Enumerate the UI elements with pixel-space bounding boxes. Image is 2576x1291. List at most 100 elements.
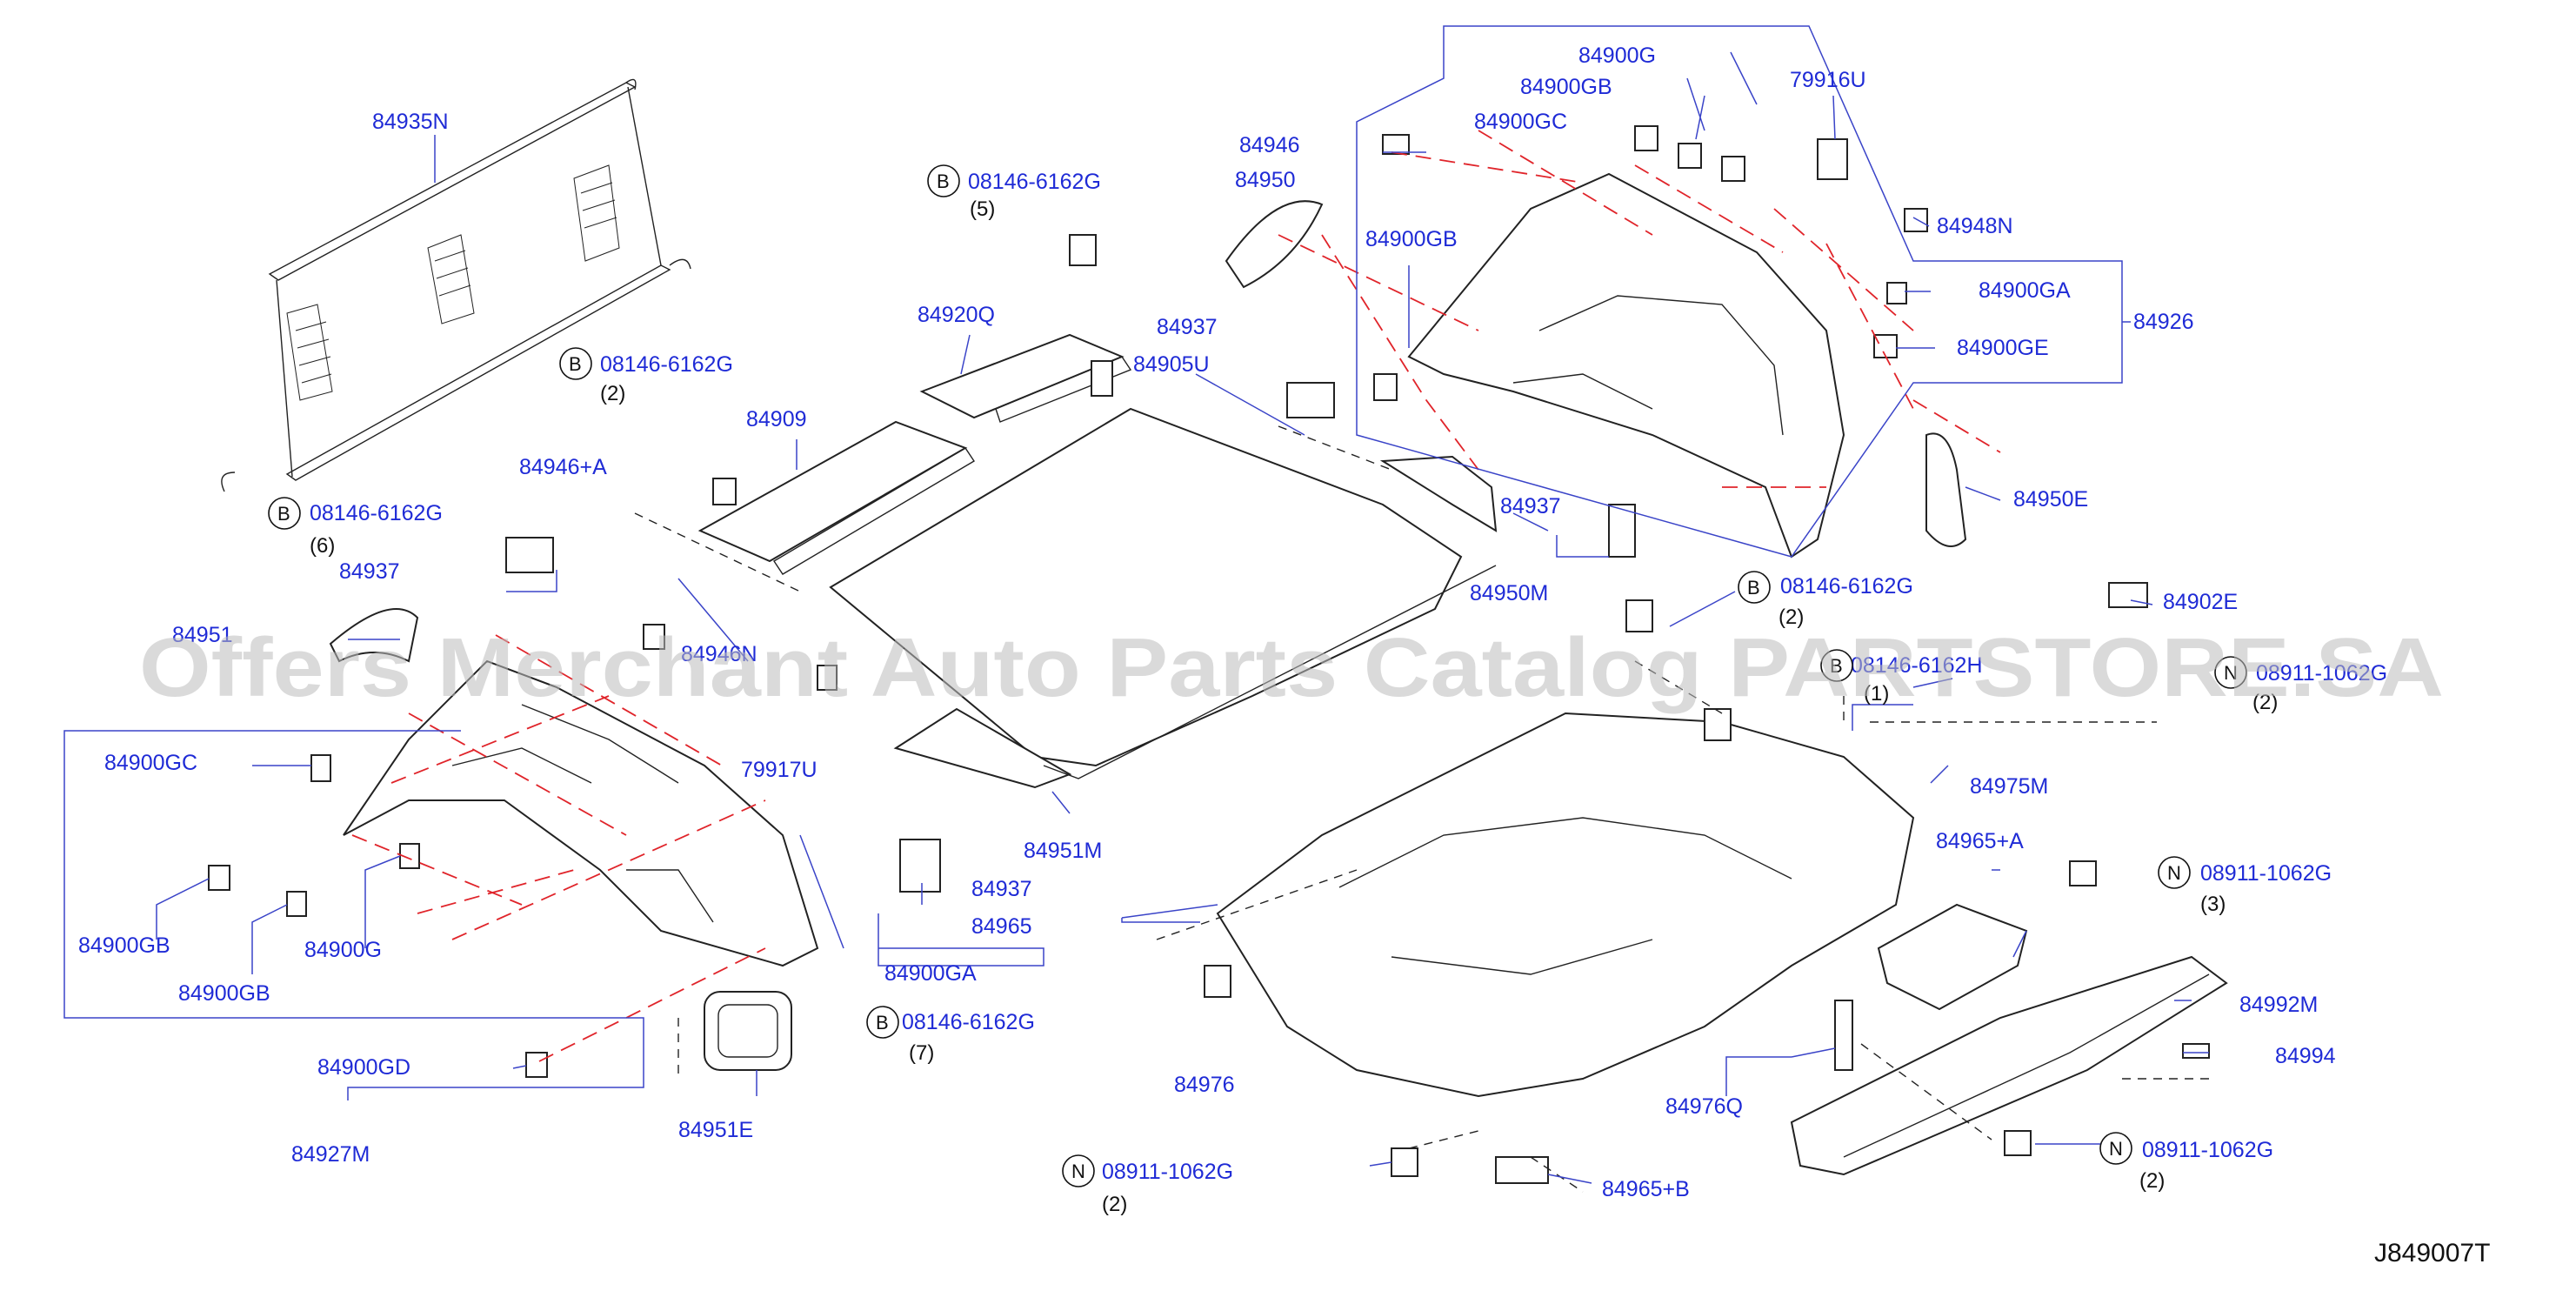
svg-text:N: N [1071, 1161, 1085, 1182]
part-label[interactable]: 84950E [2013, 487, 2088, 512]
part-label[interactable]: 84994 [2275, 1044, 2336, 1068]
quantity-label: (6) [310, 534, 335, 558]
svg-text:B: B [1830, 655, 1843, 677]
part-label[interactable]: 84950 [1235, 168, 1296, 192]
quantity-label: (5) [970, 197, 995, 221]
svg-text:B: B [569, 353, 582, 375]
part-label[interactable]: 08146-6162H [1851, 653, 1983, 678]
part-label[interactable]: 84965+B [1602, 1177, 1690, 1201]
part-label[interactable]: 84976Q [1665, 1094, 1743, 1119]
part-label[interactable]: 84905U [1133, 352, 1210, 377]
watermark-text: Offers Merchant Auto Parts Catalog PARTS… [139, 621, 2444, 714]
part-label[interactable]: 84948N [1937, 214, 2013, 238]
part-label[interactable]: 84946+A [519, 455, 607, 479]
part-label[interactable]: 84951E [678, 1118, 753, 1142]
bolt-callout[interactable]: B [927, 164, 960, 197]
svg-text:N: N [2224, 662, 2238, 684]
part-label[interactable]: 84951 [172, 623, 233, 647]
rear-sill-plate-drawing [1790, 955, 2228, 1176]
nut-callout[interactable]: N [2099, 1132, 2132, 1165]
leader-lines [63, 25, 2209, 1184]
part-label[interactable]: 84900GB [1365, 227, 1458, 251]
part-label[interactable]: 08146-6162G [600, 352, 733, 377]
part-label[interactable]: 84909 [746, 407, 807, 431]
svg-text:B: B [937, 171, 950, 192]
part-label[interactable]: 84927M [291, 1142, 370, 1167]
part-label[interactable]: 84926 [2133, 310, 2194, 334]
quantity-label: (2) [600, 382, 625, 405]
nut-callout[interactable]: N [2158, 856, 2191, 889]
part-label[interactable]: 84900GA [1979, 278, 2071, 303]
svg-text:B: B [876, 1012, 889, 1033]
quantity-label: (2) [1102, 1193, 1127, 1216]
bolt-callout[interactable]: B [268, 497, 301, 530]
part-label[interactable]: 08911-1062G [2142, 1138, 2273, 1162]
part-label[interactable]: 84965+A [1936, 829, 2024, 853]
part-label[interactable]: 84965 [971, 914, 1032, 939]
part-label[interactable]: 84992M [2239, 993, 2318, 1017]
right-side-trim-drawing [1225, 172, 1967, 559]
part-label[interactable]: 84900GB [1520, 75, 1612, 99]
bolt-callout[interactable]: B [866, 1006, 899, 1039]
quantity-label: (2) [1779, 605, 1804, 629]
callout-circle-layer: B B B B N B B N N N [268, 164, 2247, 1187]
part-label[interactable]: 84900GD [317, 1055, 410, 1080]
part-label[interactable]: 08146-6162G [968, 170, 1101, 194]
quantity-label: (2) [2139, 1169, 2165, 1193]
quantity-label: (2) [2252, 691, 2278, 714]
diagram-reference-code: J849007T [2374, 1239, 2490, 1268]
part-label[interactable]: 84900G [1578, 43, 1656, 68]
part-label[interactable]: 84946 [1239, 133, 1300, 157]
bolt-callout[interactable]: B [559, 347, 592, 380]
part-label[interactable]: 84976 [1174, 1073, 1235, 1097]
part-label[interactable]: 08146-6162G [1780, 574, 1913, 599]
part-label[interactable]: 08146-6162G [310, 501, 443, 525]
part-label[interactable]: 84900GB [178, 981, 270, 1006]
part-label[interactable]: 84937 [1500, 494, 1561, 518]
part-label[interactable]: 84946N [681, 642, 757, 666]
part-label[interactable]: 79916U [1790, 68, 1866, 92]
svg-text:N: N [2109, 1138, 2123, 1160]
part-label[interactable]: 84900GA [884, 961, 977, 986]
nut-callout[interactable]: N [1062, 1154, 1095, 1187]
fastener-drawings [208, 125, 2210, 1184]
floor-board-drawings [697, 333, 1497, 789]
part-label-layer: 84935N 08146-6162G 84920Q 08146-6162G 84… [78, 43, 2387, 1201]
nut-callout[interactable]: N [2214, 656, 2247, 689]
cargo-net-drawing [221, 78, 691, 492]
part-label[interactable]: 08146-6162G [902, 1010, 1035, 1034]
part-label[interactable]: 84900G [304, 938, 382, 962]
dashed-guide-lines [351, 130, 2209, 1193]
part-label[interactable]: 84937 [339, 559, 400, 584]
bolt-callout[interactable]: B [1820, 649, 1853, 682]
part-label[interactable]: 84920Q [918, 303, 995, 327]
part-label[interactable]: 84935N [372, 110, 449, 134]
svg-text:N: N [2167, 862, 2181, 884]
quantity-label: (3) [2200, 893, 2226, 916]
part-label[interactable]: 84900GC [1474, 110, 1567, 134]
part-label[interactable]: 79917U [741, 758, 818, 782]
part-label[interactable]: 84951M [1024, 839, 1102, 863]
part-label[interactable]: 84975M [1970, 774, 2048, 799]
part-label[interactable]: 08911-1062G [2200, 861, 2332, 886]
part-label[interactable]: 08911-1062G [2256, 661, 2387, 686]
left-side-trim-drawing [329, 608, 819, 967]
grommet-frame-drawing [704, 991, 792, 1071]
quantity-label-layer: (5) (2) (6) (7) (2) (2) (1) (2) (3) (2) [310, 197, 2278, 1216]
spare-tire-well-drawing [1216, 712, 1915, 1098]
part-label[interactable]: 84900GB [78, 933, 170, 958]
part-label[interactable]: 84950M [1470, 581, 1548, 605]
part-label[interactable]: 84937 [971, 877, 1032, 901]
part-label[interactable]: 84900GE [1957, 336, 2049, 360]
part-label[interactable]: 84937 [1157, 315, 1218, 339]
quantity-label: (7) [909, 1041, 934, 1065]
svg-text:B: B [1747, 577, 1760, 599]
bolt-callout[interactable]: B [1738, 571, 1771, 604]
quantity-label: (1) [1864, 682, 1889, 706]
svg-text:B: B [277, 503, 290, 525]
bracket-drawing [1877, 903, 2028, 1011]
part-label[interactable]: 84900GC [104, 751, 197, 775]
part-label[interactable]: 08911-1062G [1102, 1160, 1233, 1184]
part-label[interactable]: 84902E [2163, 590, 2238, 614]
